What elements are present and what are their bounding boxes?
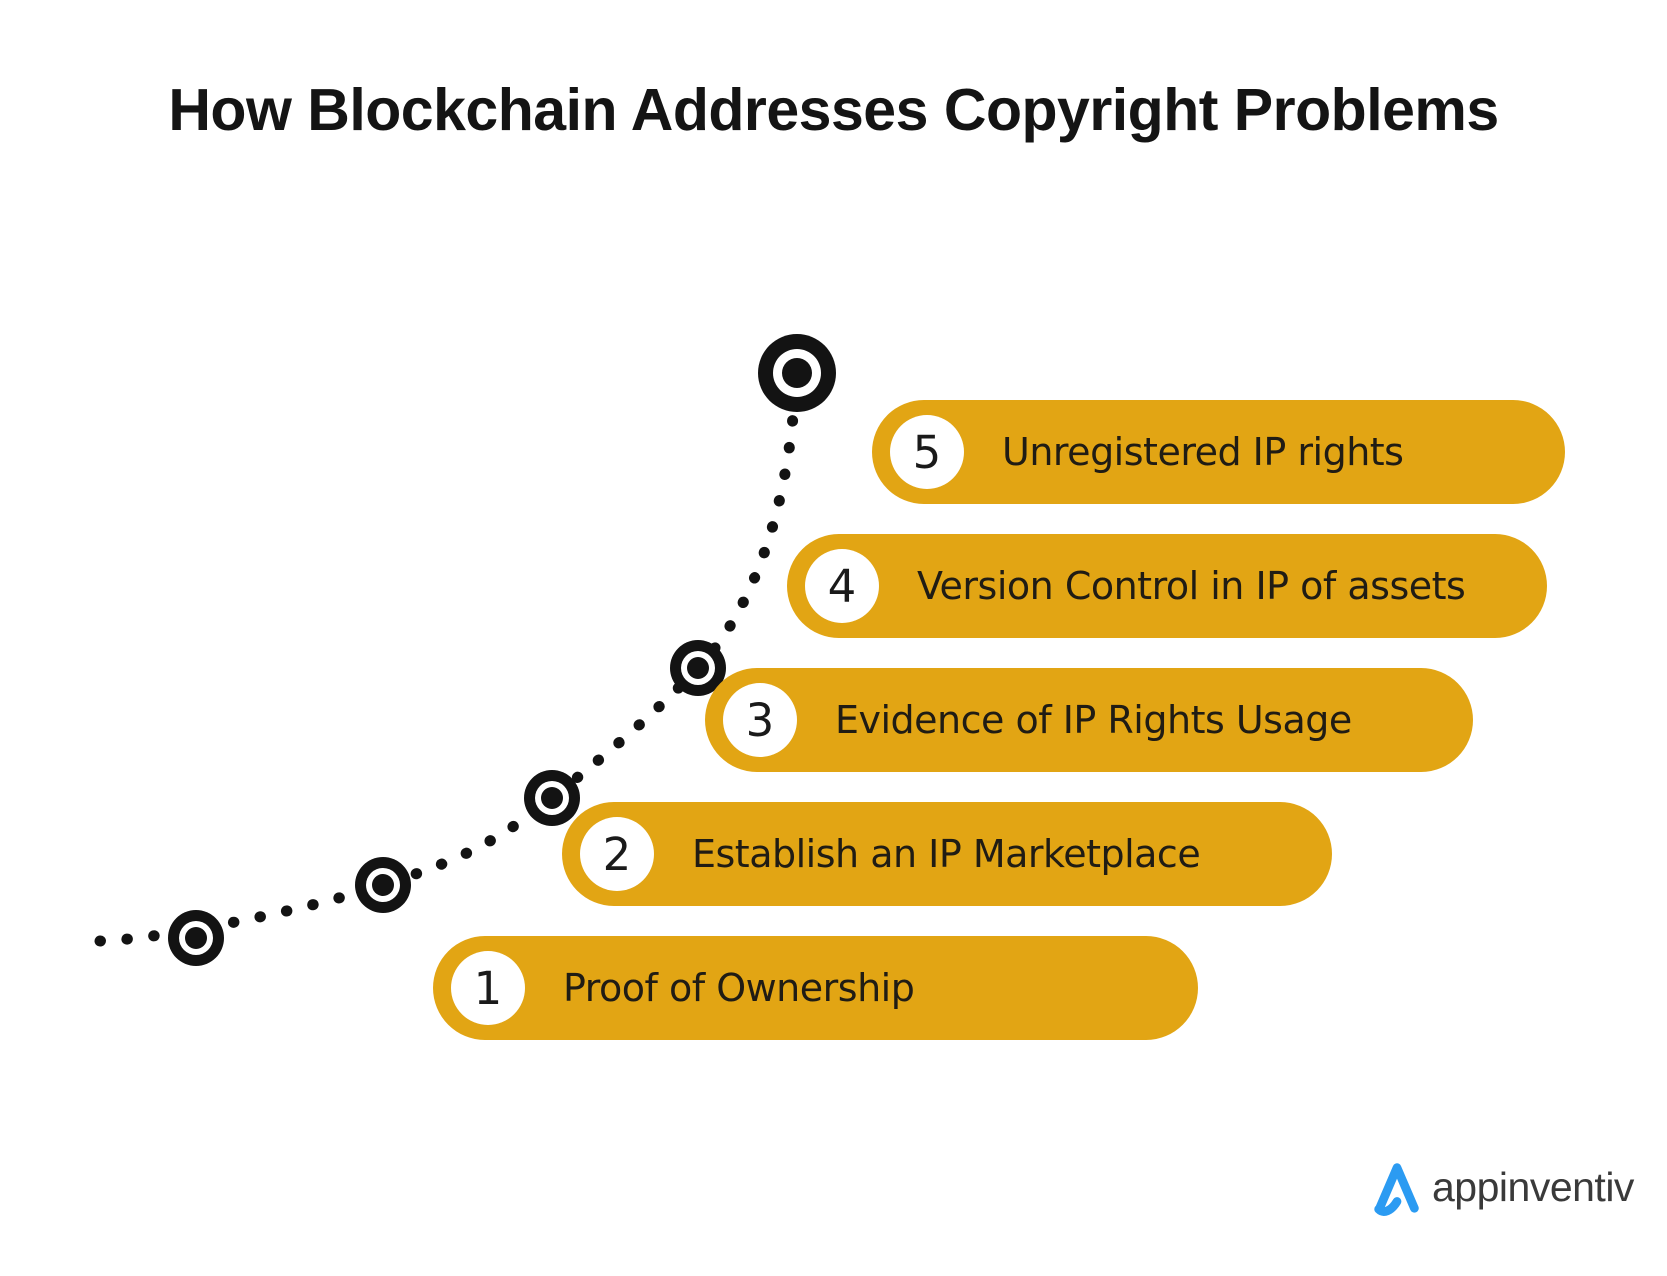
bullseye-marker-icon: [758, 334, 836, 412]
step-pill-4: 4 Version Control in IP of assets: [787, 534, 1547, 638]
step-pill-2: 2 Establish an IP Marketplace: [562, 802, 1332, 906]
step-number-badge: 3: [723, 683, 797, 757]
bullseye-marker-icon: [524, 770, 580, 826]
bullseye-marker-icon: [670, 640, 726, 696]
bullseye-marker-icon: [168, 910, 224, 966]
dotted-curve-path: [94, 367, 802, 947]
step-pill-5: 5 Unregistered IP rights: [872, 400, 1565, 504]
appinventiv-a-icon: [1374, 1163, 1419, 1216]
step-label: Evidence of IP Rights Usage: [835, 698, 1352, 742]
bullseye-marker-icon: [355, 857, 411, 913]
step-label: Unregistered IP rights: [1002, 430, 1404, 474]
brand-name: appinventiv: [1432, 1163, 1634, 1210]
step-label: Establish an IP Marketplace: [692, 832, 1201, 876]
brand-logo: appinventiv: [1368, 1157, 1634, 1217]
step-number-badge: 2: [580, 817, 654, 891]
page-title: How Blockchain Addresses Copyright Probl…: [168, 77, 1499, 143]
step-label: Proof of Ownership: [563, 966, 915, 1010]
step-pill-3: 3 Evidence of IP Rights Usage: [705, 668, 1473, 772]
step-number-badge: 4: [805, 549, 879, 623]
step-pill-1: 1 Proof of Ownership: [433, 936, 1198, 1040]
step-label: Version Control in IP of assets: [917, 564, 1466, 608]
step-number-badge: 1: [451, 951, 525, 1025]
step-number-badge: 5: [890, 415, 964, 489]
